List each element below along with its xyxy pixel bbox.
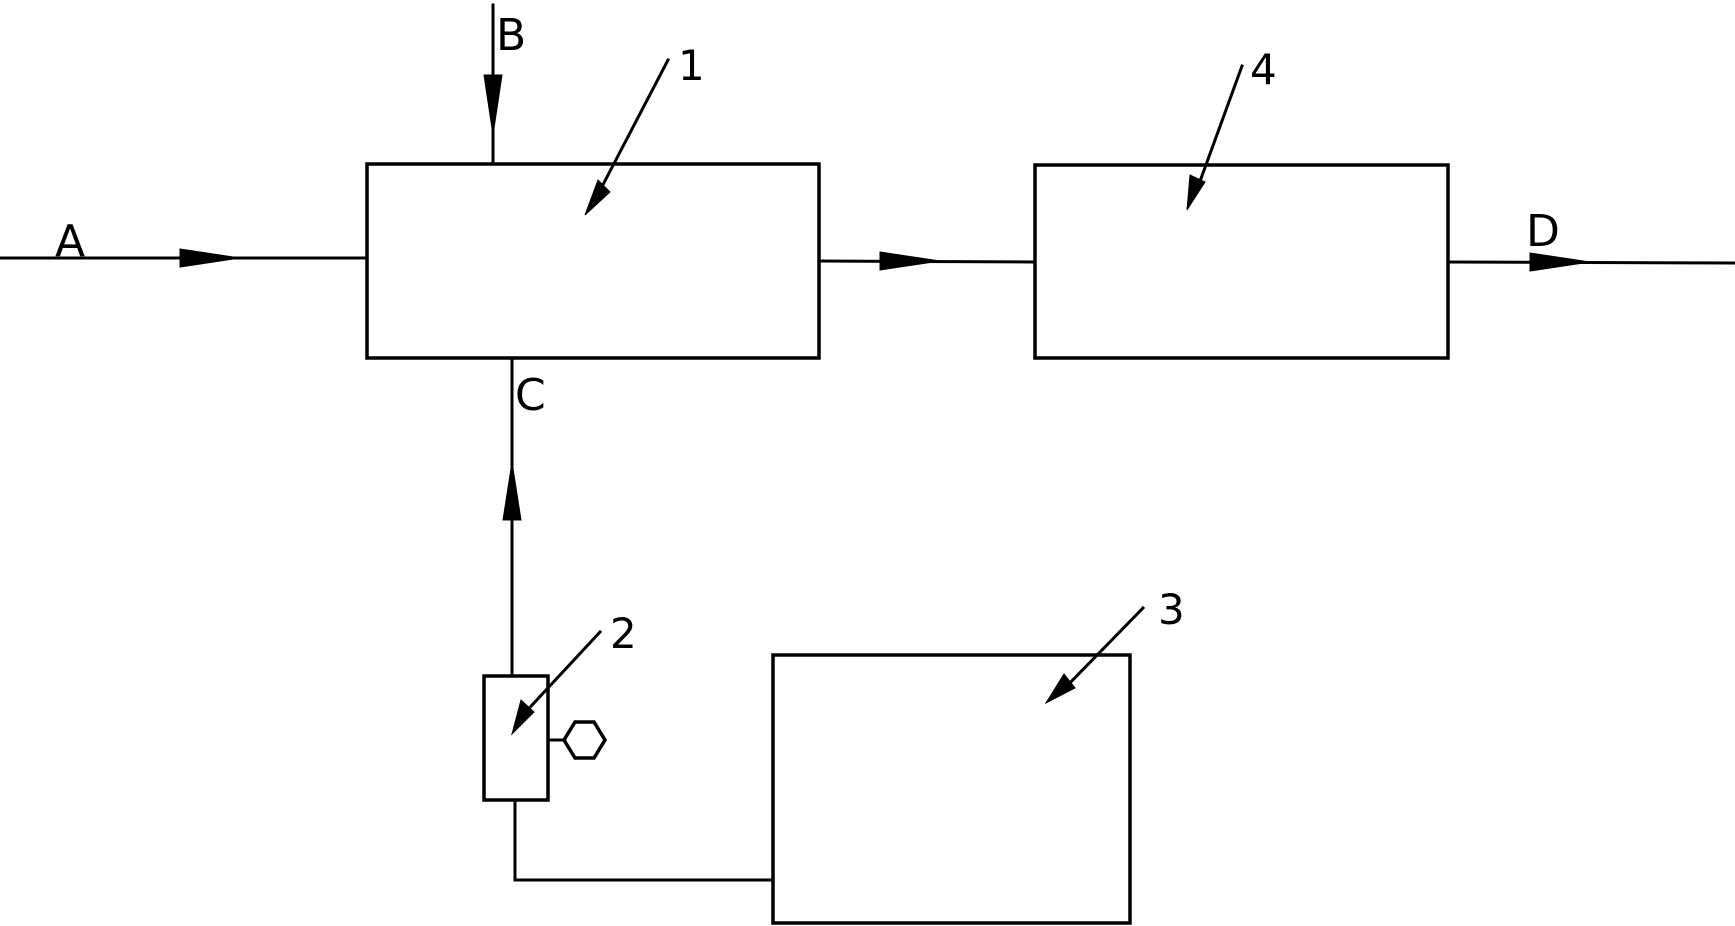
arrowhead-d (1529, 252, 1591, 272)
component-4-number: 4 (1250, 45, 1277, 94)
leader-4-arrowhead (1186, 174, 1206, 211)
label-b: B (496, 10, 526, 61)
component-2-box (482, 674, 550, 802)
label-d: D (1526, 206, 1560, 257)
arrowhead-c (502, 461, 522, 521)
component-3-box (771, 653, 1132, 925)
component-3-number: 3 (1158, 585, 1185, 634)
leader-4 (1193, 64, 1244, 197)
leader-1-arrowhead (584, 179, 611, 216)
leader-2-arrowhead (511, 699, 535, 736)
leader-1 (592, 57, 671, 203)
label-a: A (55, 216, 85, 267)
line-2-to-3 (513, 800, 773, 882)
leader-3 (1060, 605, 1146, 693)
component-1-number: 1 (678, 41, 705, 90)
leader-3-arrowhead (1044, 673, 1076, 705)
line-d (1446, 260, 1735, 265)
arrowhead-a (179, 248, 241, 268)
valve-handle-icon (561, 720, 608, 760)
leader-2 (517, 629, 603, 721)
label-c: C (515, 370, 546, 421)
component-4-box (1033, 163, 1450, 360)
arrowhead-1-to-4 (879, 251, 941, 271)
arrowhead-b (483, 74, 503, 136)
component-2-number: 2 (610, 609, 637, 658)
